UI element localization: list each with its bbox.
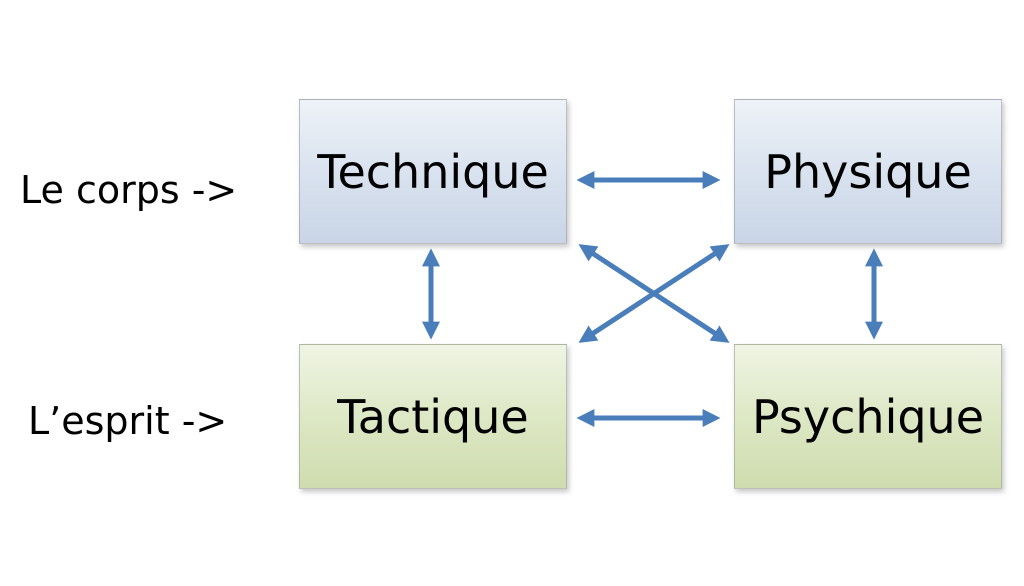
box-psychique: Psychique xyxy=(734,344,1002,489)
box-technique-label: Technique xyxy=(317,144,549,199)
box-technique: Technique xyxy=(299,99,567,244)
row-label-body: Le corps -> xyxy=(20,168,238,212)
box-tactique: Tactique xyxy=(299,344,567,489)
row-label-mind: L’esprit -> xyxy=(28,399,228,443)
box-psychique-label: Psychique xyxy=(752,389,984,444)
box-physique-label: Physique xyxy=(764,144,972,199)
arrow-tactique-physique xyxy=(578,244,730,343)
box-tactique-label: Tactique xyxy=(337,389,529,444)
box-physique: Physique xyxy=(734,99,1002,244)
